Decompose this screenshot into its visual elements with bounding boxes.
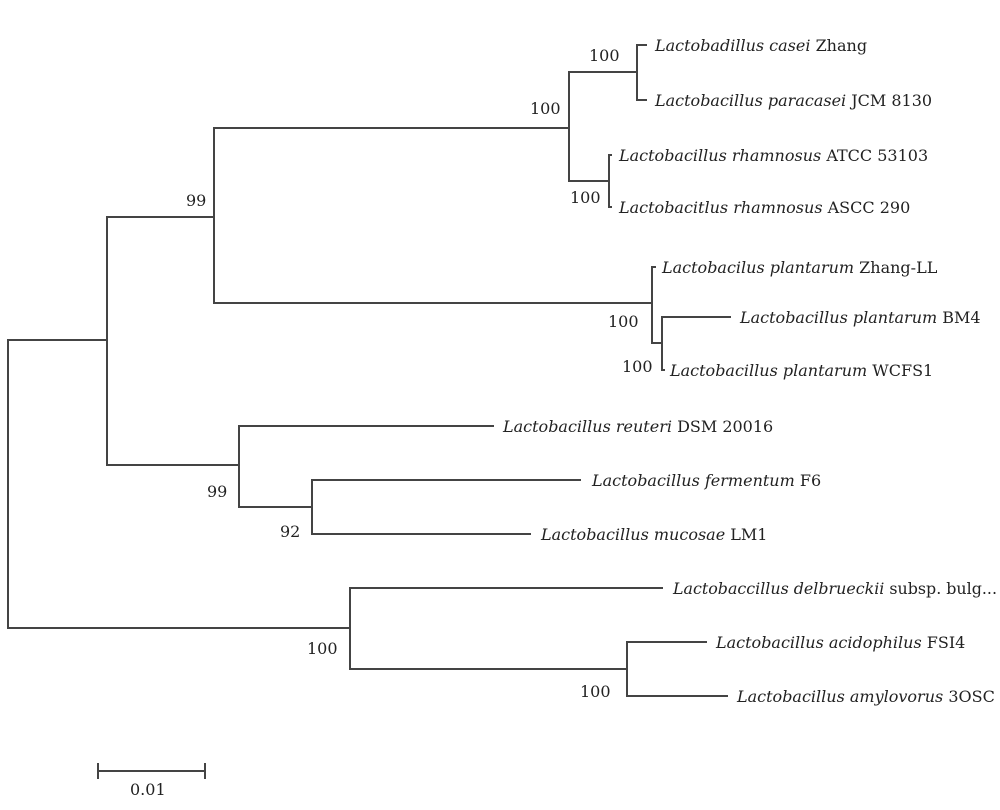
taxon-label-acidophilus: Lactobacillus acidophilus FSI4 (715, 633, 965, 652)
taxon-strain: JCM 8130 (849, 91, 932, 110)
taxon-species-name: Lactobaccillus delbrueckii (672, 579, 884, 598)
taxon-labels: Lactobadillus casei Zhang Lactobacillus … (502, 36, 997, 706)
scale-bar-label: 0.01 (130, 780, 166, 799)
scale-bar: 0.01 (97, 763, 206, 799)
taxon-strain: ATCC 53103 (825, 146, 928, 165)
taxon-species-name: Lactobacillus paracasei (654, 91, 846, 110)
taxon-strain: WCFS1 (872, 361, 933, 380)
bootstrap-fermentum-mucosae: 92 (280, 522, 300, 541)
taxon-species-name: Lactobacillus acidophilus (715, 633, 922, 652)
taxon-label-plantarum3: Lactobacillus plantarum WCFS1 (669, 361, 933, 380)
taxon-strain: Zhang (816, 36, 868, 55)
bootstrap-casei-paracasei: 100 (589, 46, 620, 65)
taxon-species-name: Lactobacillus reuteri (502, 417, 672, 436)
taxon-species-name: Lactobacilus plantarum (661, 258, 854, 277)
taxon-label-fermentum: Lactobacillus fermentum F6 (591, 471, 821, 490)
bootstrap-casei-clade: 100 (530, 99, 561, 118)
taxon-species-name: Lactobacitlus rhamnosus (618, 198, 823, 217)
taxon-label-paracasei: Lactobacillus paracasei JCM 8130 (654, 91, 932, 110)
taxon-species-name: Lactobacillus mucosae (540, 525, 725, 544)
bootstrap-acidophilus-amylovorus: 100 (580, 682, 611, 701)
bootstrap-reuteri-group: 99 (207, 482, 227, 501)
taxon-strain: ASCC 290 (827, 198, 911, 217)
taxon-label-delbrueckii: Lactobaccillus delbrueckii subsp. bulg..… (672, 579, 997, 598)
bootstrap-rhamnosus: 100 (570, 188, 601, 207)
taxon-strain: DSM 20016 (677, 417, 773, 436)
taxon-label-reuteri: Lactobacillus reuteri DSM 20016 (502, 417, 773, 436)
taxon-strain: Zhang-LL (859, 258, 938, 277)
taxon-label-rhamnosus2: Lactobacitlus rhamnosus ASCC 290 (618, 198, 910, 217)
bootstrap-values: 100 100 100 99 100 100 99 92 100 100 (186, 46, 653, 701)
taxon-species-name: Lactobacillus amylovorus (736, 687, 943, 706)
taxon-strain: BM4 (942, 308, 980, 327)
taxon-species-name: Lactobacillus rhamnosus (618, 146, 821, 165)
bootstrap-delbrueckii-group: 100 (307, 639, 338, 658)
tree-branches (7, 44, 731, 697)
bootstrap-plantarum-inner: 100 (622, 357, 653, 376)
bootstrap-lcase-group: 99 (186, 191, 206, 210)
taxon-strain: LM1 (730, 525, 767, 544)
taxon-label-casei: Lactobadillus casei Zhang (654, 36, 867, 55)
bootstrap-plantarum-clade: 100 (608, 312, 639, 331)
taxon-label-amylovorus: Lactobacillus amylovorus 3OSC (736, 687, 995, 706)
taxon-label-plantarum1: Lactobacilus plantarum Zhang-LL (661, 258, 938, 277)
taxon-label-plantarum2: Lactobacillus plantarum BM4 (739, 308, 981, 327)
taxon-species-name: Lactobacillus plantarum (739, 308, 937, 327)
taxon-strain: F6 (800, 471, 821, 490)
taxon-label-mucosae: Lactobacillus mucosae LM1 (540, 525, 767, 544)
taxon-label-rhamnosus1: Lactobacillus rhamnosus ATCC 53103 (618, 146, 928, 165)
taxon-strain: FSI4 (927, 633, 966, 652)
taxon-strain: 3OSC (948, 687, 995, 706)
taxon-species-name: Lactobacillus fermentum (591, 471, 795, 490)
taxon-strain: subsp. bulg... (889, 579, 997, 598)
taxon-species-name: Lactobacillus plantarum (669, 361, 867, 380)
taxon-species-name: Lactobadillus casei (654, 36, 810, 55)
